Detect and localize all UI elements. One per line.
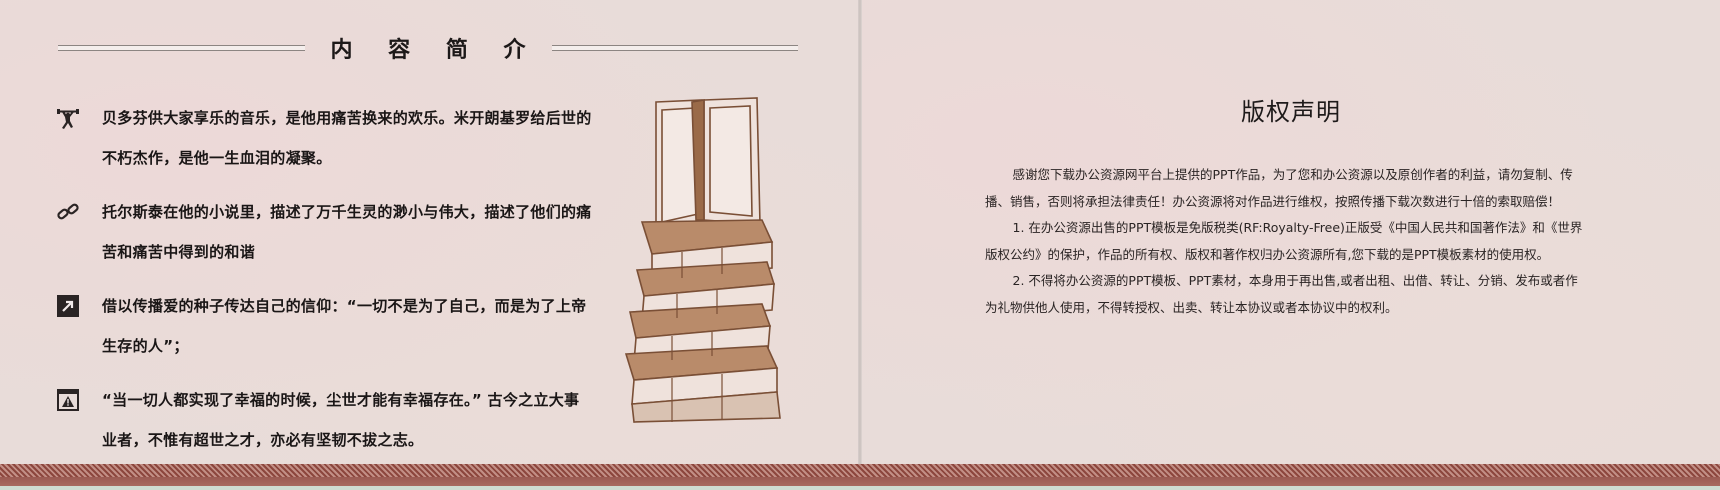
copyright-paragraph: 1. 在办公资源出售的PPT模板是免版税类(RF:Royalty-Free)正版… <box>985 220 1583 262</box>
copyright-paragraph: 2. 不得将办公资源的PPT模板、PPT素材，本身用于再出售,或者出租、出借、转… <box>985 273 1578 315</box>
slide-divider <box>858 0 862 490</box>
copyright-paragraph: 感谢您下载办公资源网平台上提供的PPT作品，为了您和办公资源以及原创作者的利益，… <box>985 167 1573 209</box>
arrow-up-right-icon <box>56 294 80 318</box>
page-title: 内 容 简 介 <box>330 38 540 63</box>
list-item-text: 借以传播爱的种子传达自己的信仰：“一切不是为了自己，而是为了上帝生存的人”； <box>102 297 587 355</box>
stacked-books-illustration <box>612 92 812 424</box>
warning-window-icon <box>56 388 80 412</box>
copyright-title: 版权声明 <box>1241 98 1341 126</box>
list-item: 托尔斯泰在他的小说里，描述了万千生灵的渺小与伟大，描述了他们的痛苦和痛苦中得到的… <box>52 192 592 272</box>
decorative-footer-border <box>0 464 1720 486</box>
chain-link-icon <box>56 200 80 224</box>
list-item-text: 贝多芬供大家享乐的音乐，是他用痛苦换来的欢乐。米开朗基罗给后世的不朽杰作，是他一… <box>102 109 592 167</box>
list-item: 借以传播爱的种子传达自己的信仰：“一切不是为了自己，而是为了上帝生存的人”； <box>52 286 592 366</box>
list-item: “当一切人都实现了幸福的时候，尘世才能有幸福存在。” 古今之立大事业者，不惟有超… <box>52 380 592 460</box>
heading-rule-left <box>58 45 305 51</box>
bullet-list: 贝多芬供大家享乐的音乐，是他用痛苦换来的欢乐。米开朗基罗给后世的不朽杰作，是他一… <box>52 98 592 474</box>
list-item: 贝多芬供大家享乐的音乐，是他用痛苦换来的欢乐。米开朗基罗给后世的不朽杰作，是他一… <box>52 98 592 178</box>
copyright-body: 感谢您下载办公资源网平台上提供的PPT作品，为了您和办公资源以及原创作者的利益，… <box>985 162 1585 321</box>
section-heading: 内 容 简 介 <box>58 30 799 66</box>
heading-rule-right <box>551 45 799 51</box>
slide-copyright: 版权声明 感谢您下载办公资源网平台上提供的PPT作品，为了您和办公资源以及原创作… <box>862 0 1720 490</box>
footer-strip <box>0 486 1720 490</box>
list-item-text: “当一切人都实现了幸福的时候，尘世才能有幸福存在。” 古今之立大事业者，不惟有超… <box>102 391 580 449</box>
weightlifter-icon <box>56 106 80 130</box>
slide-content-intro: 内 容 简 介 贝多芬供大家享乐的音乐，是他用痛苦换来的欢乐。米开朗基罗给后世的… <box>0 0 858 490</box>
list-item-text: 托尔斯泰在他的小说里，描述了万千生灵的渺小与伟大，描述了他们的痛苦和痛苦中得到的… <box>102 203 592 261</box>
